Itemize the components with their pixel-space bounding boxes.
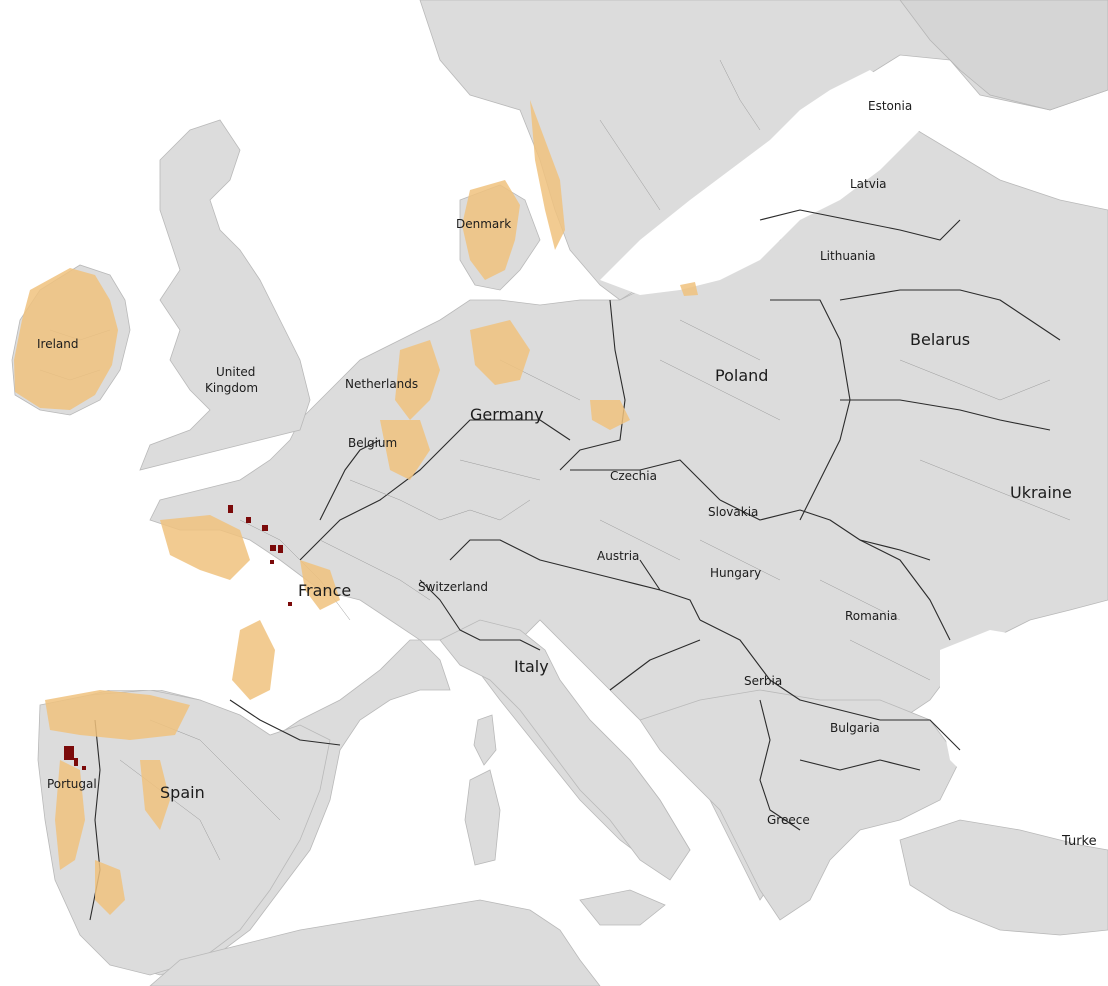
label-poland: Poland — [715, 366, 768, 385]
label-italy: Italy — [514, 657, 549, 676]
label-czechia: Czechia — [610, 469, 657, 483]
label-turkey: Turke — [1061, 834, 1097, 849]
label-switzerland: Switzerland — [418, 580, 488, 594]
label-slovakia: Slovakia — [708, 505, 758, 519]
label-serbia: Serbia — [744, 674, 782, 688]
label-romania: Romania — [845, 609, 897, 623]
label-portugal: Portugal — [47, 777, 97, 791]
label-hungary: Hungary — [710, 566, 761, 580]
country-borders — [89, 209, 1061, 921]
label-latvia: Latvia — [850, 177, 887, 191]
label-denmark: Denmark — [456, 217, 511, 231]
label-germany: Germany — [470, 405, 544, 424]
land-balkans — [639, 689, 961, 921]
land-great-britain — [139, 119, 311, 471]
label-netherlands: Netherlands — [345, 377, 418, 391]
sea-baltic — [600, 70, 920, 295]
land-italy — [439, 619, 691, 881]
label-belgium: Belgium — [348, 436, 397, 450]
label-greece: Greece — [767, 813, 810, 827]
land-sardinia — [464, 769, 501, 866]
label-austria: Austria — [597, 549, 639, 563]
country-labels: Estonia Latvia Lithuania Denmark Ireland… — [37, 99, 1097, 849]
label-lithuania: Lithuania — [820, 249, 876, 263]
land-finland — [899, 0, 1108, 111]
label-ireland: Ireland — [37, 337, 79, 351]
label-estonia: Estonia — [868, 99, 912, 113]
label-bulgaria: Bulgaria — [830, 721, 880, 735]
label-spain: Spain — [160, 783, 205, 802]
label-united: United — [216, 365, 255, 379]
label-belarus: Belarus — [910, 330, 970, 349]
land-turkey — [899, 819, 1108, 936]
sea-black — [940, 630, 1108, 800]
regional-boundaries — [39, 59, 1071, 861]
highlight-areas — [14, 100, 698, 915]
land-north-africa — [149, 899, 601, 986]
label-france: France — [298, 581, 351, 600]
land-sicily — [579, 889, 666, 926]
sea-bay-biscay — [60, 560, 240, 690]
highlight-strong-points — [64, 505, 292, 770]
label-ukraine: Ukraine — [1010, 483, 1072, 502]
label-kingdom: Kingdom — [205, 381, 258, 395]
land-corsica — [473, 714, 497, 766]
